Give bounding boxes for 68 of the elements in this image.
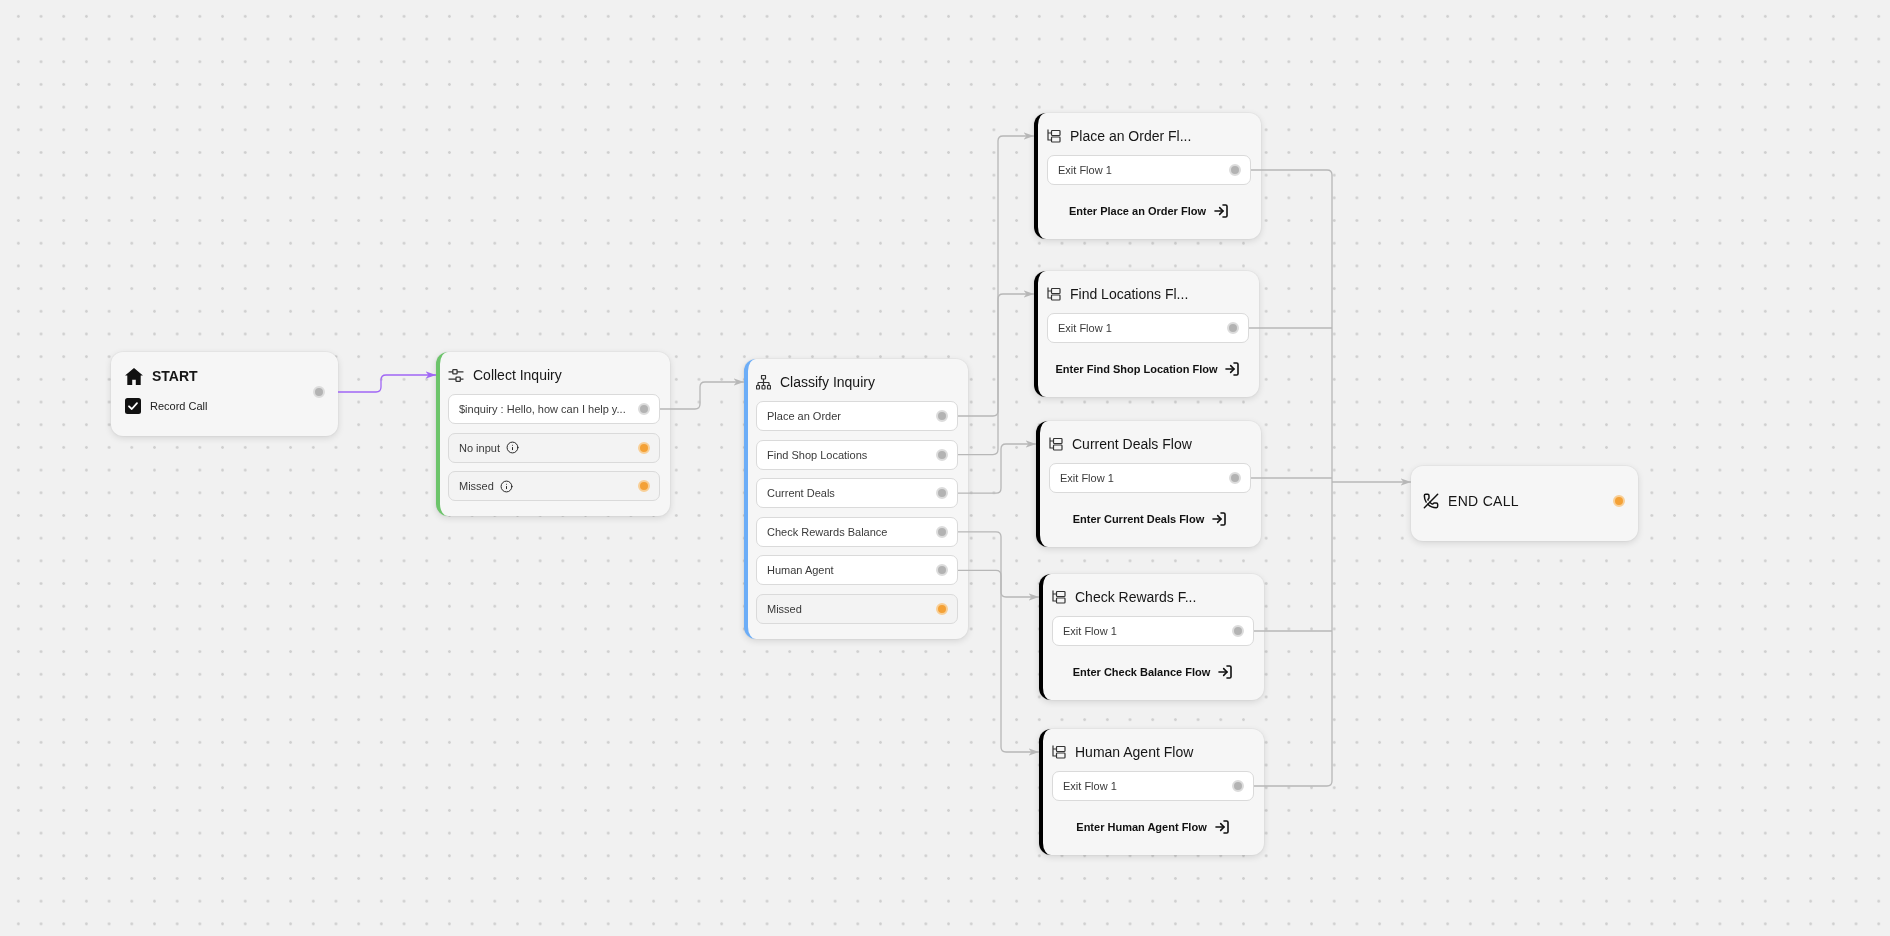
enter-flow-button: Enter Find Shop Location Flow bbox=[1055, 357, 1241, 381]
card-title: Check Rewards F... bbox=[1075, 589, 1197, 605]
arrow bbox=[337, 371, 437, 393]
enter-flow-button: Enter Human Agent Flow bbox=[1076, 815, 1230, 839]
row-label: Current Deals bbox=[767, 487, 835, 500]
arrow bbox=[957, 132, 1035, 417]
row-label: Exit Flow 1 bbox=[1063, 625, 1117, 637]
node-card bbox=[1411, 466, 1638, 541]
card-title: END CALL bbox=[1448, 493, 1519, 509]
connector-line bbox=[1250, 477, 1333, 479]
node-card bbox=[1034, 271, 1259, 397]
card-title: Current Deals Flow bbox=[1072, 436, 1192, 452]
connector-line bbox=[1331, 477, 1333, 483]
output-row bbox=[448, 471, 660, 502]
node-card bbox=[436, 352, 670, 517]
output-row bbox=[1052, 616, 1254, 646]
row-label: Exit Flow 1 bbox=[1058, 322, 1112, 334]
row-label: Place an Order bbox=[767, 410, 841, 422]
connector-line bbox=[1250, 169, 1333, 329]
arrow bbox=[957, 531, 1040, 601]
output-row bbox=[448, 394, 660, 424]
row-label: Exit Flow 1 bbox=[1058, 164, 1112, 176]
card-title: Human Agent Flow bbox=[1075, 744, 1194, 760]
connector-line bbox=[1331, 327, 1333, 479]
row-label: $inquiry : Hello, how can I help y... bbox=[459, 403, 626, 415]
node-card bbox=[1039, 729, 1264, 855]
node-card bbox=[744, 359, 968, 639]
card-title: Classify Inquiry bbox=[780, 374, 875, 390]
card-title: Collect Inquiry bbox=[473, 367, 562, 383]
node-card bbox=[1034, 113, 1261, 239]
output-row bbox=[756, 593, 958, 624]
connector-line bbox=[1331, 481, 1333, 632]
arrow bbox=[957, 440, 1037, 494]
connector-line bbox=[1253, 630, 1333, 632]
output-row bbox=[756, 478, 958, 509]
output-row bbox=[756, 401, 958, 431]
enter-flow-button: Enter Current Deals Flow bbox=[1072, 507, 1228, 531]
row-label: Find Shop Locations bbox=[767, 448, 868, 461]
card-title: START bbox=[152, 368, 198, 384]
output-row bbox=[1052, 771, 1254, 801]
arrow bbox=[1331, 478, 1412, 486]
arrow bbox=[957, 290, 1035, 456]
output-row bbox=[756, 555, 958, 586]
row-label: Exit Flow 1 bbox=[1060, 472, 1114, 484]
row-label: Missed bbox=[459, 480, 494, 493]
row-label: Exit Flow 1 bbox=[1063, 780, 1117, 792]
node-card bbox=[1039, 574, 1264, 700]
row-label: Missed bbox=[767, 602, 802, 615]
row-label: Human Agent bbox=[767, 564, 834, 577]
arrow bbox=[957, 569, 1040, 756]
card-title: Place an Order Fl... bbox=[1070, 128, 1192, 144]
output-row bbox=[1049, 463, 1251, 493]
checkbox-label: Record Call bbox=[150, 400, 208, 412]
output-row bbox=[756, 439, 958, 470]
output-row bbox=[756, 516, 958, 547]
enter-flow-button: Enter Check Balance Flow bbox=[1072, 660, 1234, 684]
node-card bbox=[111, 352, 338, 436]
output-row bbox=[448, 432, 660, 463]
card-title: Find Locations Fl... bbox=[1070, 286, 1189, 302]
connector-line bbox=[1248, 327, 1333, 329]
output-row bbox=[1047, 155, 1251, 185]
output-row bbox=[1047, 313, 1249, 343]
node-card bbox=[1036, 421, 1261, 547]
connector-line bbox=[1253, 630, 1333, 787]
row-label: No input bbox=[459, 441, 500, 454]
arrow bbox=[659, 378, 745, 410]
row-label: Check Rewards Balance bbox=[767, 525, 888, 538]
enter-flow-button: Enter Place an Order Flow bbox=[1069, 199, 1229, 223]
